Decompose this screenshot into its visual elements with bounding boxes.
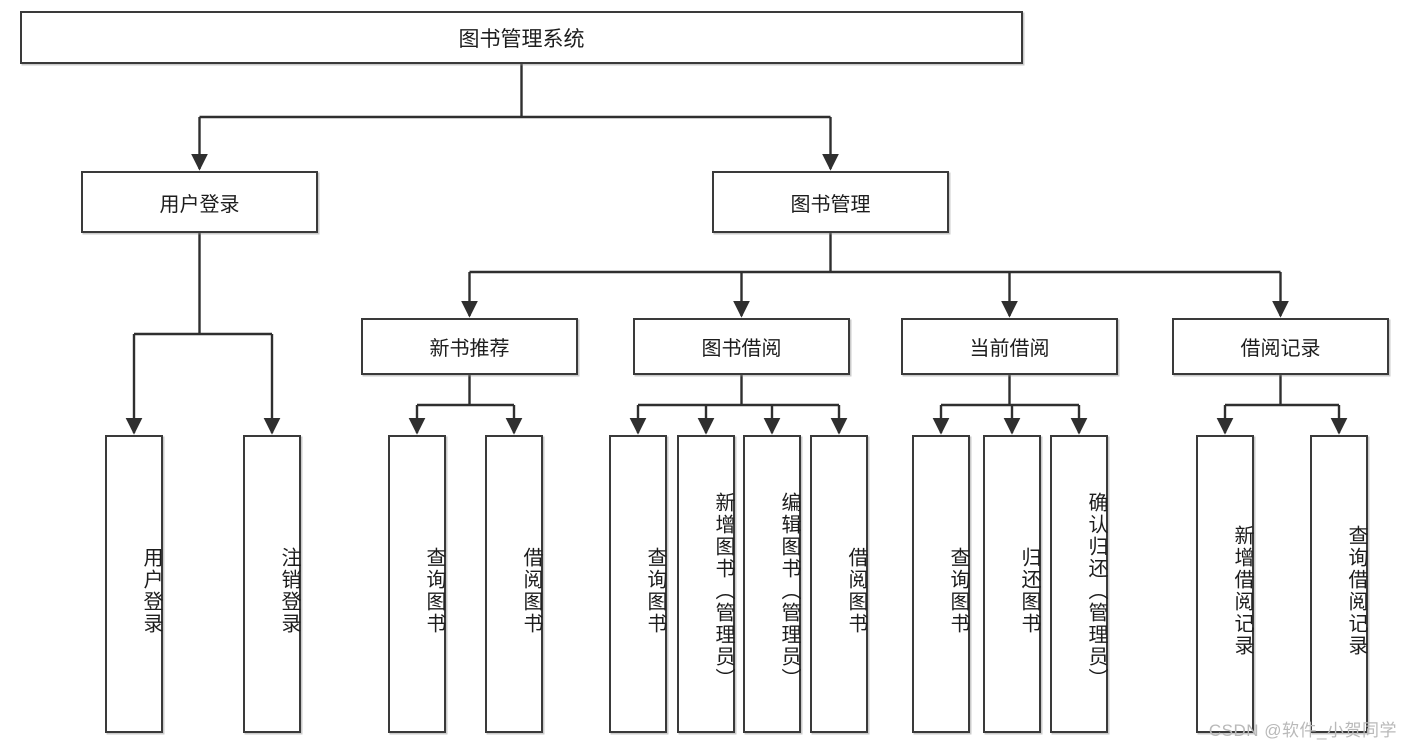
node-label: 新书推荐	[429, 338, 510, 360]
node-root[interactable]: 图书管理系统	[20, 11, 1023, 64]
node-leaf-query-record[interactable]: 查询借阅记录	[1310, 435, 1368, 733]
node-leaf-query-book-2[interactable]: 查询图书	[609, 435, 667, 733]
node-label: 确认归还（管理员）	[1085, 492, 1107, 690]
node-label: 编辑图书（管理员）	[778, 492, 800, 690]
node-leaf-confirm-return[interactable]: 确认归还（管理员）	[1050, 435, 1108, 733]
node-new-book-recommend[interactable]: 新书推荐	[361, 318, 578, 375]
node-leaf-add-book[interactable]: 新增图书（管理员）	[677, 435, 735, 733]
node-label: 图书管理	[790, 193, 871, 216]
node-label: 查询图书	[423, 547, 445, 635]
node-label: 新增图书（管理员）	[712, 492, 734, 690]
node-leaf-user-login[interactable]: 用户登录	[105, 435, 163, 733]
node-label: 当前借阅	[969, 338, 1050, 360]
node-label: 归还图书	[1018, 547, 1040, 635]
node-leaf-edit-book[interactable]: 编辑图书（管理员）	[743, 435, 801, 733]
node-label: 借阅图书	[520, 547, 542, 635]
node-leaf-query-book-3[interactable]: 查询图书	[912, 435, 970, 733]
node-label: 新增借阅记录	[1231, 525, 1253, 657]
node-book-manage[interactable]: 图书管理	[712, 171, 949, 233]
node-book-borrow[interactable]: 图书借阅	[633, 318, 850, 375]
node-borrow-record[interactable]: 借阅记录	[1172, 318, 1389, 375]
node-leaf-logout[interactable]: 注销登录	[243, 435, 301, 733]
node-label: 图书管理系统	[458, 27, 585, 51]
node-leaf-return-book[interactable]: 归还图书	[983, 435, 1041, 733]
node-label: 查询图书	[947, 547, 969, 635]
node-leaf-borrow-book-2[interactable]: 借阅图书	[810, 435, 868, 733]
watermark: CSDN @软件_小贺同学	[1208, 721, 1397, 740]
node-leaf-query-book-1[interactable]: 查询图书	[388, 435, 446, 733]
node-label: 借阅记录	[1240, 338, 1321, 360]
node-user-login[interactable]: 用户登录	[81, 171, 318, 233]
node-label: 用户登录	[140, 547, 162, 635]
node-label: 图书借阅	[701, 338, 782, 360]
node-leaf-borrow-book-1[interactable]: 借阅图书	[485, 435, 543, 733]
node-label: 注销登录	[278, 547, 300, 635]
node-leaf-add-record[interactable]: 新增借阅记录	[1196, 435, 1254, 733]
node-label: 借阅图书	[845, 547, 867, 635]
node-current-borrow[interactable]: 当前借阅	[901, 318, 1118, 375]
node-label: 用户登录	[159, 193, 240, 216]
node-label: 查询借阅记录	[1345, 525, 1367, 657]
node-label: 查询图书	[644, 547, 666, 635]
